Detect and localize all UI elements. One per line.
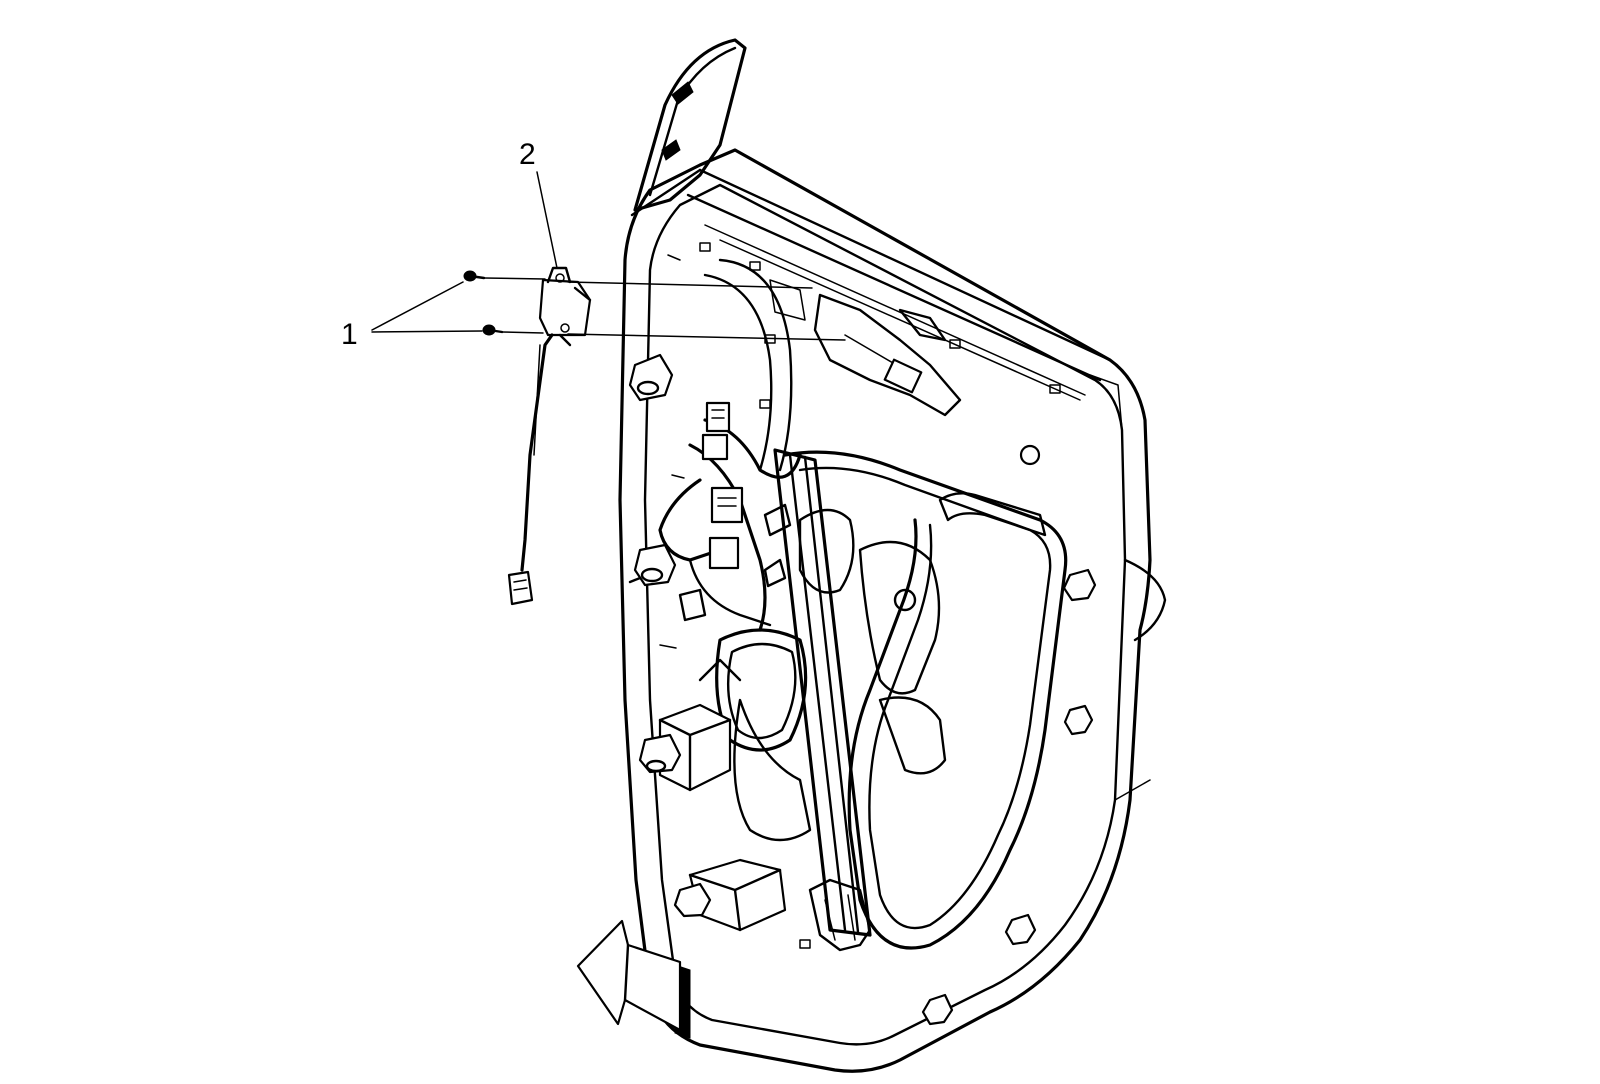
harness-connector (701, 433, 729, 461)
leader-line-1 (371, 281, 464, 331)
harness-connector (705, 401, 731, 433)
push-pin-fastener (1062, 568, 1097, 602)
callout-leaders (371, 171, 558, 333)
door-panel-outline (618, 148, 1152, 1073)
view-direction-arrow-icon (576, 919, 691, 1039)
panel-cutouts (798, 508, 947, 775)
wire-harness (658, 401, 802, 632)
alignment-lines (483, 277, 846, 341)
harness-end-connector (507, 570, 534, 606)
leader-line-1 (371, 330, 483, 333)
push-pin-fastener (1063, 704, 1094, 736)
push-pin-fastener (638, 733, 682, 774)
door-panel-inner-outline (643, 183, 1127, 1046)
callout-1: 1 (341, 318, 358, 351)
switch-harness (520, 333, 554, 572)
push-pin-fastener (628, 543, 677, 587)
seal-loop (783, 450, 1068, 950)
harness-connector (710, 486, 744, 524)
panel-fasteners (628, 242, 1097, 1026)
regulator-motor (698, 628, 812, 842)
inside-handle-bracket (769, 279, 962, 417)
screw-icon (463, 270, 486, 282)
screws (463, 270, 504, 336)
beltline-rail (686, 168, 1112, 401)
removed-bracket-assembly (507, 266, 592, 606)
door-panel (618, 148, 1167, 1073)
push-pin-fastener (1004, 913, 1037, 946)
push-pin-fastener (673, 882, 712, 918)
bracket-2 (538, 278, 592, 337)
push-pin-fastener (921, 993, 954, 1026)
screw-icon (482, 324, 504, 336)
harness-connector (708, 536, 740, 570)
push-pin-fastener (1019, 444, 1041, 466)
callout-2: 2 (519, 138, 536, 171)
leader-line-2 (536, 171, 558, 269)
upper-trim-strip (630, 38, 747, 217)
push-pin-fastener (628, 353, 674, 402)
